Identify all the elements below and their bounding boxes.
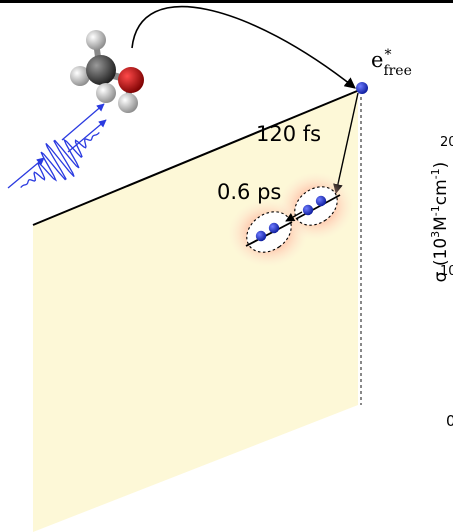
efree-subscript: free — [383, 63, 412, 79]
carbon-atom — [86, 55, 116, 85]
ylabel-text-4: ) — [431, 161, 451, 169]
ionization-arrow — [131, 5, 356, 89]
pulse-wave — [20, 132, 100, 188]
free-electron-label: e*free — [371, 48, 412, 78]
y-tick-10: 10 — [440, 264, 453, 279]
laser-pulse — [20, 132, 100, 188]
pulse-arrow-upper — [61, 103, 105, 141]
shell-line-left — [245, 221, 293, 247]
free-electron — [356, 82, 368, 94]
ylabel-text-3: cm — [431, 179, 451, 206]
solvation-shell-left — [246, 211, 292, 253]
ylabel-sup-1: 3 — [429, 230, 442, 238]
trapping-time-label: 120 fs — [256, 122, 322, 146]
efree-main: e — [371, 48, 384, 72]
top-rule — [0, 0, 453, 3]
solvated-electron-right-b — [302, 204, 314, 216]
solvated-electron-left-a — [268, 222, 280, 234]
shell-line-right — [295, 194, 341, 220]
pulse-arrow-lower — [7, 157, 45, 189]
ylabel-text-2: M — [431, 216, 451, 231]
hydrogen-atom-oh — [118, 93, 138, 113]
relaxation-arrow — [285, 211, 303, 222]
efree-star: * — [384, 47, 392, 63]
panel-edge-line — [32, 88, 363, 226]
methanol-molecule — [70, 30, 144, 113]
hydrogen-atom-left — [70, 66, 90, 86]
trapping-arrow — [333, 92, 359, 194]
hydrogen-atom-bottom — [96, 83, 116, 103]
y-tick-20: 20 — [440, 135, 453, 150]
oxygen-atom — [118, 67, 144, 93]
hydrogen-atom-top — [86, 30, 106, 50]
relaxation-time-label: 0.6 ps — [217, 180, 282, 204]
y-tick-0: 0 — [446, 412, 453, 430]
solvated-electron-right-a — [315, 195, 327, 207]
pulse-arrow-lower-b — [67, 119, 107, 153]
ylabel-sup-2: -1 — [429, 205, 442, 217]
solvated-electron-left-b — [255, 230, 267, 242]
ylabel-sup-3: -1 — [429, 168, 442, 180]
